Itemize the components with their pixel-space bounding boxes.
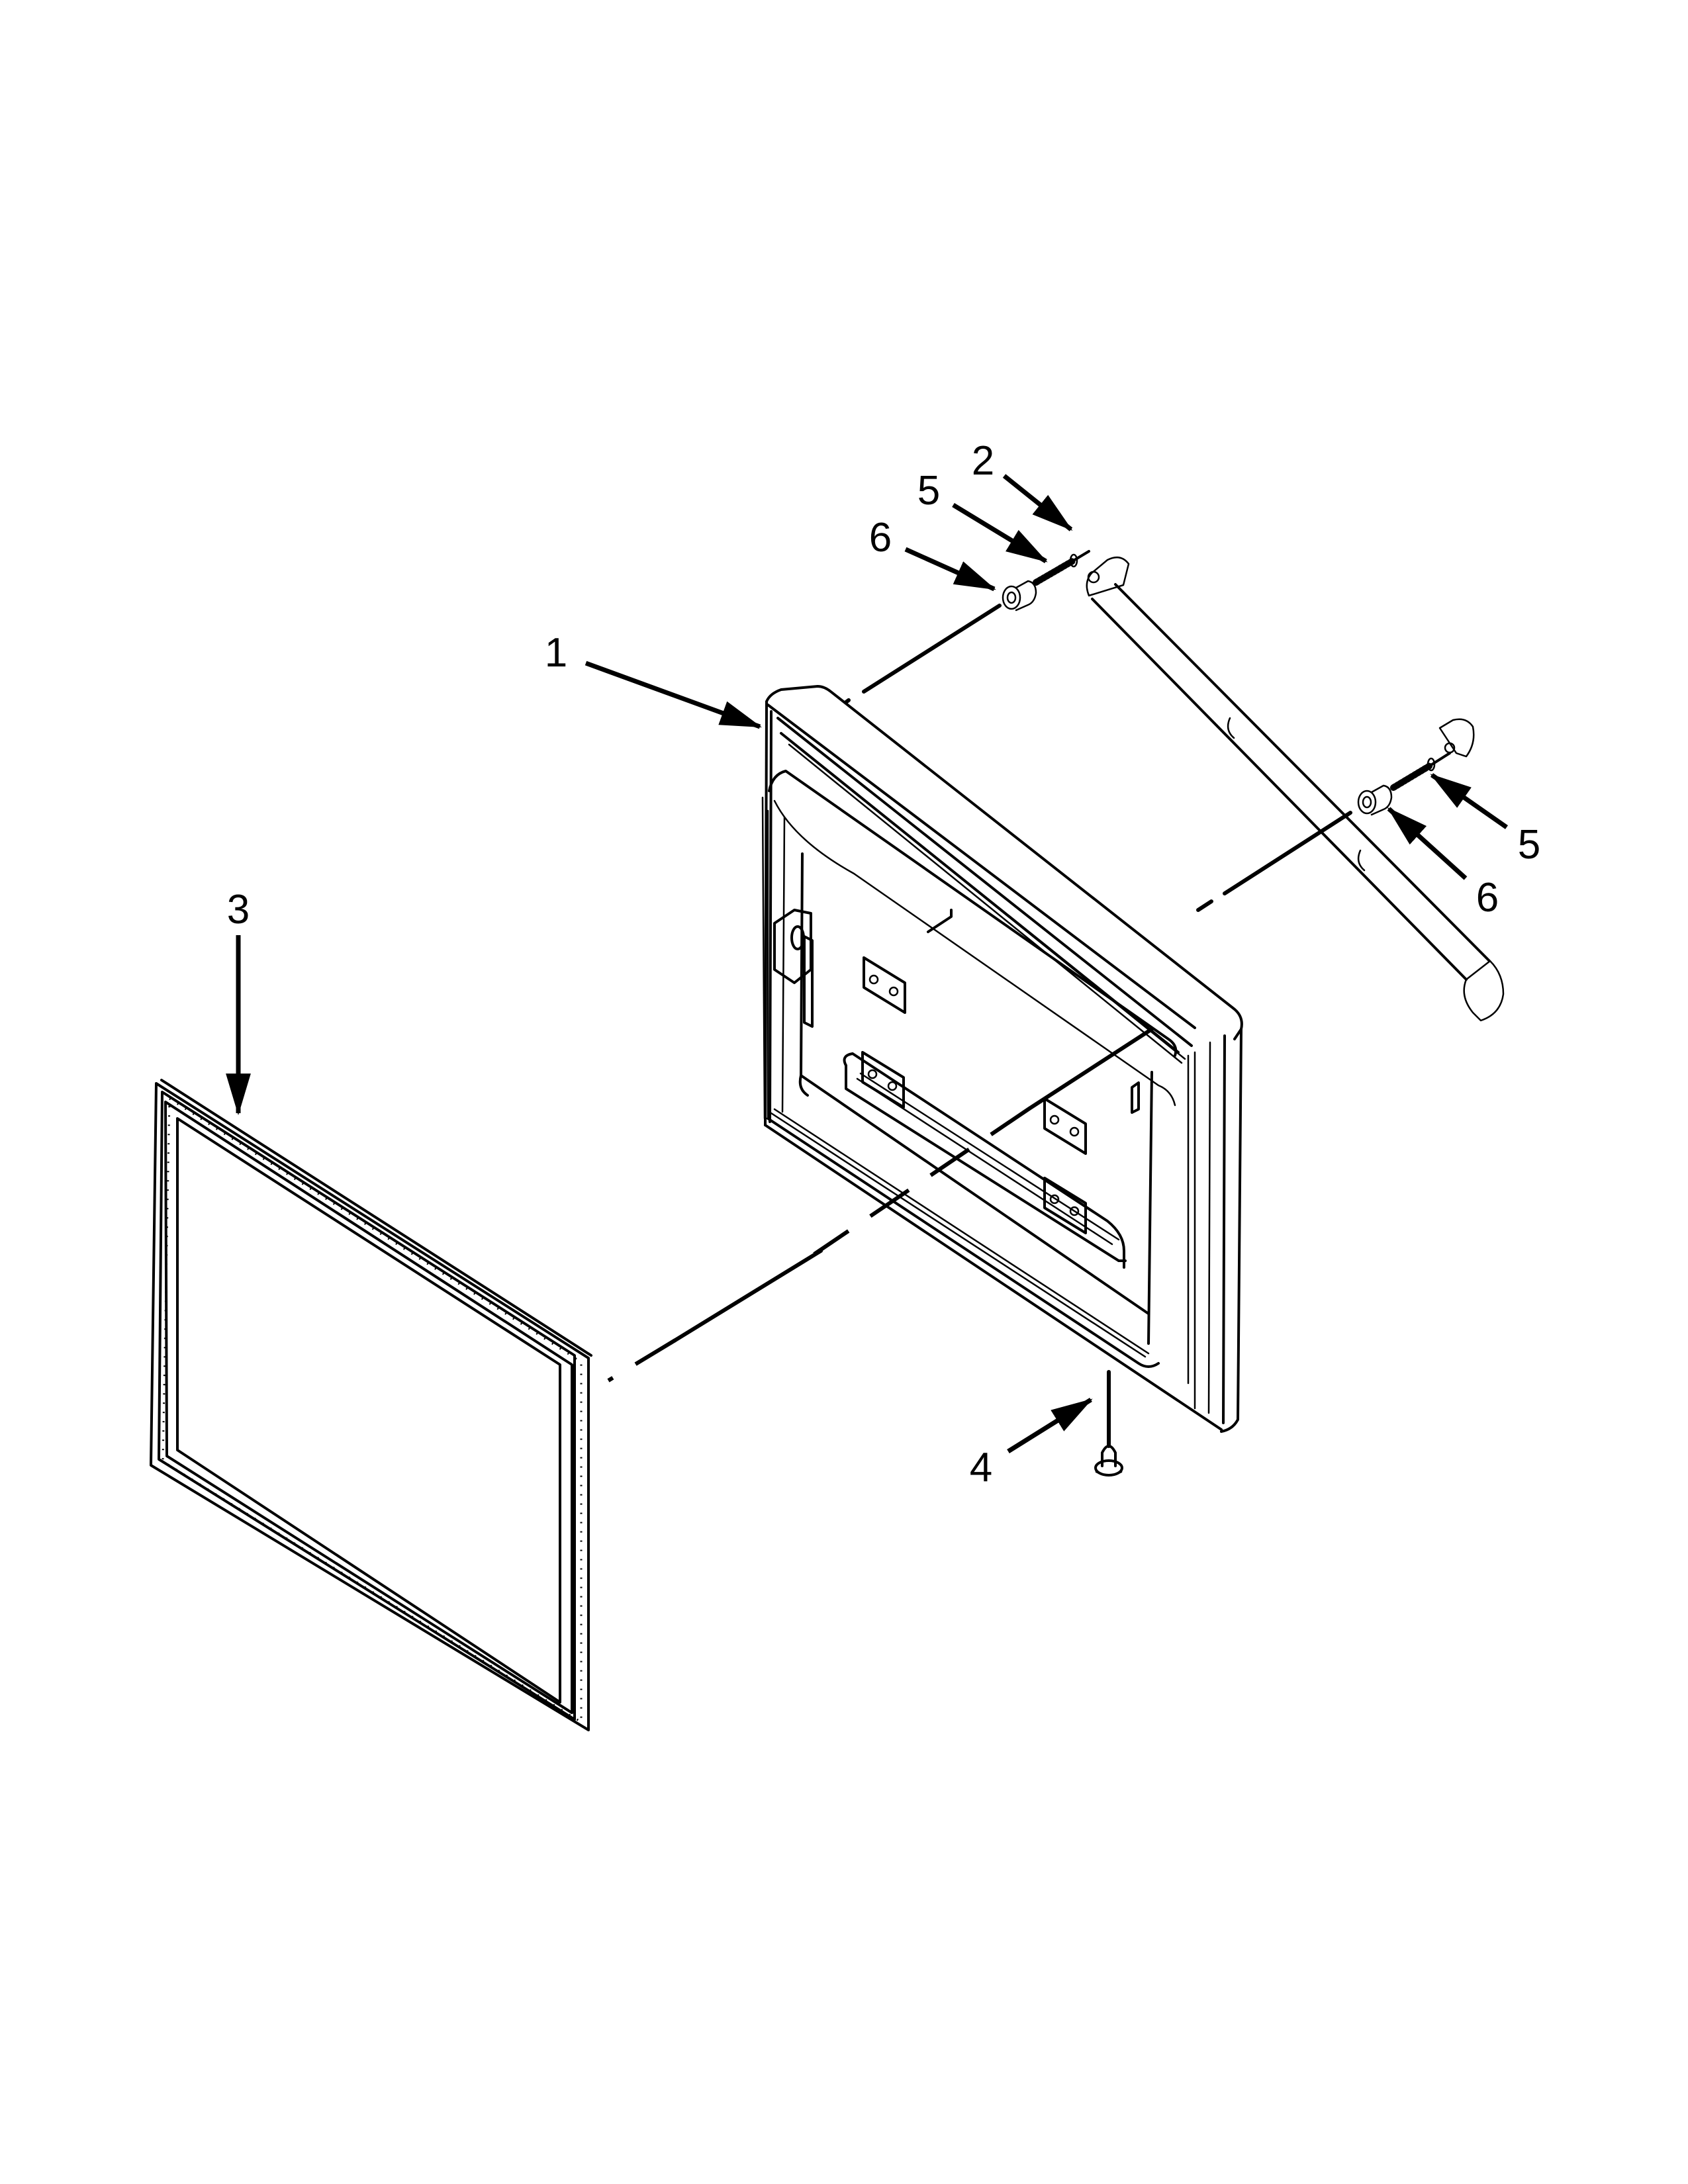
callout-6-left: 6: [868, 515, 892, 561]
door-gasket[interactable]: [150, 1079, 592, 1731]
callout-5-left: 5: [917, 468, 941, 514]
spacer-left[interactable]: [1002, 580, 1037, 612]
gasket-alignment-line: [607, 1027, 1154, 1383]
callout-1: 1: [544, 630, 568, 676]
callout-6-right: 6: [1476, 875, 1499, 921]
callout-arrows: [226, 474, 1509, 1453]
callout-5-right: 5: [1517, 822, 1541, 868]
callout-4: 4: [969, 1445, 993, 1490]
callout-2: 2: [971, 438, 995, 484]
freezer-door[interactable]: [761, 685, 1243, 1433]
shelf-bracket-plates: [861, 956, 1087, 1234]
spacer-right[interactable]: [1357, 784, 1393, 816]
door-shelf-rail: [843, 1052, 1127, 1269]
door-stop-pin[interactable]: [1094, 1445, 1123, 1477]
screw-left[interactable]: [1033, 550, 1090, 586]
door-handle[interactable]: [1086, 556, 1505, 1022]
callout-3: 3: [226, 887, 250, 933]
handle-mount-lines: [844, 604, 1352, 912]
screw-right[interactable]: [1390, 752, 1451, 791]
handle-right-end: [1438, 718, 1475, 758]
